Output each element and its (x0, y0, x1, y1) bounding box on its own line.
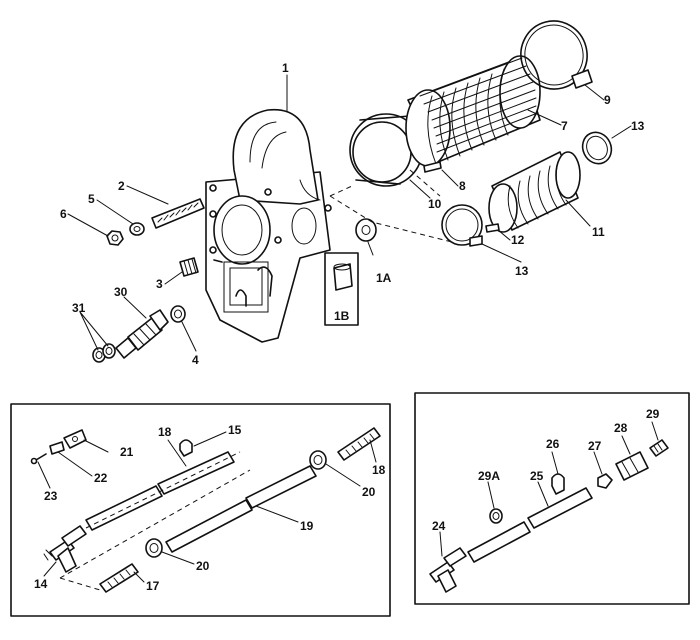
gimbal-housing (205, 108, 332, 343)
tube-25 (467, 487, 593, 563)
callout-11: 11 (592, 225, 605, 239)
bellows-11 (488, 151, 581, 233)
clamp-20-lower (145, 538, 163, 558)
callout-3: 3 (156, 277, 163, 291)
callout-19: 19 (300, 519, 314, 533)
right-callout-leaders (439, 421, 659, 557)
callout-15: 15 (228, 423, 242, 437)
fitting-17 (99, 563, 139, 593)
clamp-20-right (309, 450, 327, 470)
plate-22 (49, 441, 65, 455)
valve-30 (115, 309, 169, 359)
bracket-21 (63, 429, 87, 449)
bushing-1b-box (324, 252, 359, 326)
callout-7: 7 (561, 119, 568, 133)
callout-25: 25 (530, 469, 544, 483)
assembly-line-main (329, 169, 453, 243)
washer-1a (355, 218, 377, 242)
callout-23: 23 (44, 489, 58, 503)
o-ring-4 (170, 305, 186, 323)
callout-30: 30 (114, 285, 128, 299)
washer-5 (129, 222, 145, 236)
callout-29: 29 (646, 407, 660, 421)
assembly-line-left (59, 451, 251, 591)
callout-18-upper: 18 (158, 425, 172, 439)
elbow-fitting-14 (43, 525, 87, 573)
fitting-3 (179, 257, 199, 277)
callout-9: 9 (604, 93, 611, 107)
o-rings-31 (92, 343, 116, 363)
callout-1: 1 (282, 61, 289, 75)
callout-31: 31 (72, 301, 86, 315)
callout-24: 24 (432, 519, 446, 533)
callout-2: 2 (118, 179, 125, 193)
callout-10: 10 (428, 197, 442, 211)
exhaust-bellows-7 (405, 55, 541, 167)
callout-12: 12 (511, 233, 525, 247)
elbow-fitting-24 (429, 547, 467, 593)
callout-13-upper: 13 (631, 119, 645, 133)
callout-13-lower: 13 (515, 264, 529, 278)
callout-29a: 29A (478, 469, 500, 483)
callout-18-right: 18 (372, 463, 386, 477)
nut-6 (106, 230, 124, 246)
callout-labels: 1 2 5 6 3 4 30 31 1A 1B 10 7 9 8 11 13 1… (34, 61, 660, 593)
callout-27: 27 (588, 439, 602, 453)
callout-17: 17 (146, 579, 160, 593)
callout-22: 22 (94, 471, 108, 485)
callout-4: 4 (192, 353, 199, 367)
hose-clamp-13-upper (581, 131, 613, 165)
callout-21: 21 (120, 445, 134, 459)
callout-26: 26 (546, 437, 560, 451)
callout-8: 8 (459, 179, 466, 193)
ring-29a (489, 508, 503, 524)
callout-28: 28 (614, 421, 628, 435)
callout-14: 14 (34, 577, 48, 591)
callout-20-lower: 20 (196, 559, 210, 573)
connector-29 (649, 439, 669, 457)
callout-6: 6 (60, 207, 67, 221)
clip-12 (485, 223, 500, 233)
callout-20-right: 20 (362, 485, 376, 499)
stud (151, 198, 205, 229)
callout-1b: 1B (334, 309, 350, 323)
callout-5: 5 (88, 192, 95, 206)
callout-1a: 1A (376, 271, 392, 285)
left-callout-leaders (37, 431, 377, 583)
hose-clamp-13-lower (441, 204, 483, 247)
clip-26 (551, 473, 565, 495)
left-detail-box (10, 403, 391, 617)
screw-23 (30, 453, 47, 465)
clip-15 (179, 439, 193, 457)
nut-27 (597, 473, 613, 489)
main-callout-leaders (67, 74, 632, 352)
tube-19 (165, 465, 317, 553)
fitting-28 (615, 451, 649, 481)
fitting-18-right (337, 427, 381, 461)
clip-8 (423, 161, 442, 173)
right-detail-box (414, 392, 690, 605)
hose-clamp-9 (520, 20, 593, 90)
